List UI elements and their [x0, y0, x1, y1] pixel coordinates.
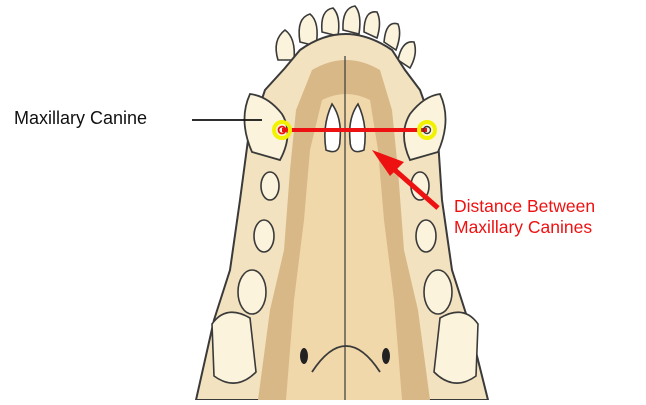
distance-between-canines-label: Distance Between Maxillary Canines [454, 196, 595, 238]
distance-label-line-2: Maxillary Canines [454, 217, 595, 238]
maxillary-canine-label: Maxillary Canine [14, 108, 147, 130]
distance-label-line-1: Distance Between [454, 196, 595, 217]
